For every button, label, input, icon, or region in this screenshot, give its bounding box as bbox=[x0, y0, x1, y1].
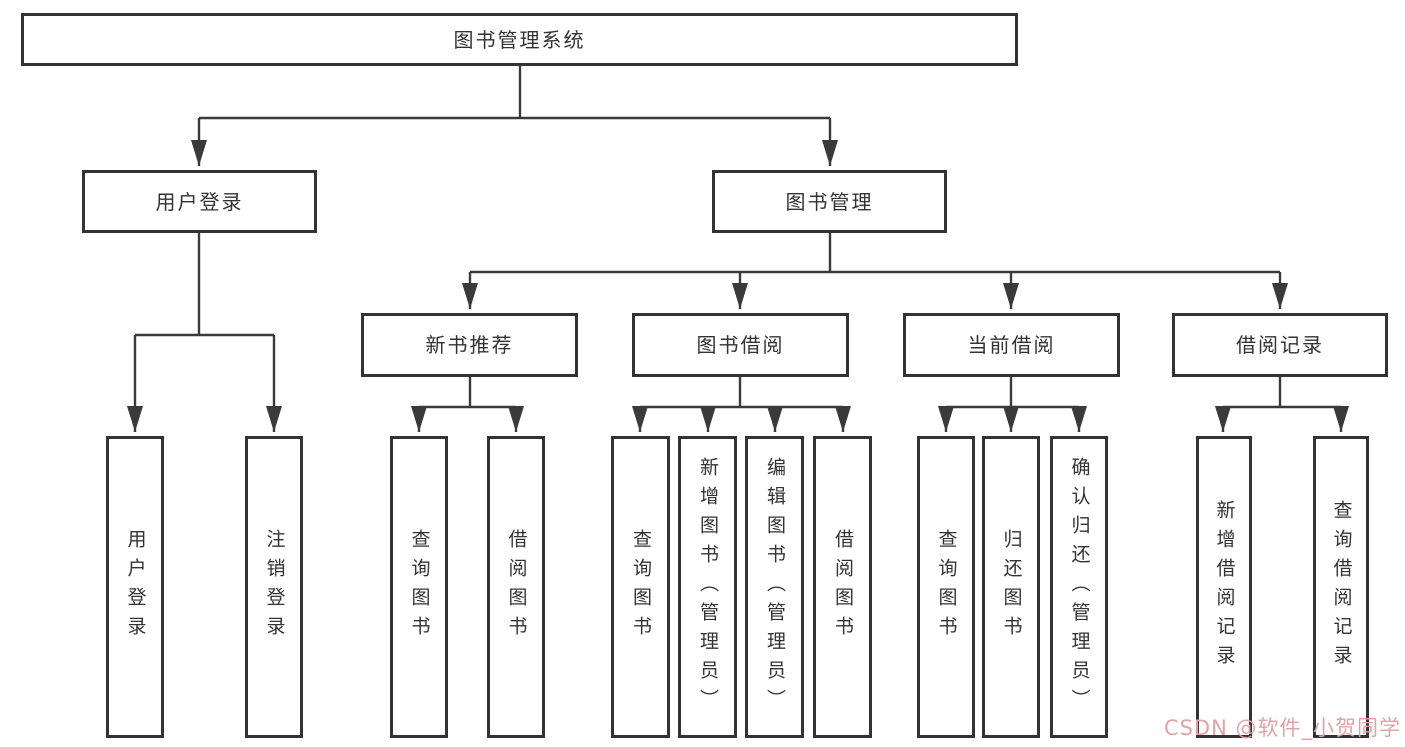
leaf-br-query-record-label: 查询借阅记录 bbox=[1330, 500, 1353, 674]
node-current-borrowing: 当前借阅 bbox=[903, 313, 1120, 377]
node-user-login-label: 用户登录 bbox=[155, 189, 244, 214]
leaf-user-login-label: 用户登录 bbox=[124, 529, 147, 645]
node-root-system: 图书管理系统 bbox=[21, 13, 1018, 66]
node-borrowing-records: 借阅记录 bbox=[1172, 313, 1388, 377]
leaf-nb-borrow-books: 借阅图书 bbox=[487, 436, 545, 738]
leaf-bb-query-books-label: 查询图书 bbox=[630, 529, 652, 645]
node-root-label: 图书管理系统 bbox=[453, 27, 586, 52]
leaf-cb-return-books-label: 归还图书 bbox=[1000, 529, 1023, 645]
leaf-br-query-record: 查询借阅记录 bbox=[1313, 436, 1369, 738]
leaf-nb-query-books: 查询图书 bbox=[390, 436, 448, 738]
leaf-logout: 注销登录 bbox=[245, 436, 303, 738]
leaf-nb-borrow-books-label: 借阅图书 bbox=[505, 529, 528, 645]
leaf-nb-query-books-label: 查询图书 bbox=[408, 529, 431, 645]
leaf-bb-add-books-admin-label: 新增图书（管理员） bbox=[697, 456, 719, 718]
node-user-login: 用户登录 bbox=[82, 170, 317, 233]
csdn-watermark: CSDN @软件_小贺同学 bbox=[1163, 716, 1401, 740]
node-borrowing-records-label: 借阅记录 bbox=[1236, 333, 1324, 357]
leaf-bb-borrow-books: 借阅图书 bbox=[813, 436, 872, 738]
leaf-bb-borrow-books-label: 借阅图书 bbox=[832, 529, 854, 645]
leaf-br-add-record: 新增借阅记录 bbox=[1196, 436, 1252, 738]
leaf-logout-label: 注销登录 bbox=[263, 529, 286, 645]
node-book-borrowing: 图书借阅 bbox=[632, 313, 849, 377]
leaf-cb-query-books: 查询图书 bbox=[917, 436, 975, 738]
node-new-book-recommend: 新书推荐 bbox=[361, 313, 578, 377]
leaf-cb-confirm-return-admin-label: 确认归还（管理员） bbox=[1068, 456, 1091, 718]
leaf-user-login: 用户登录 bbox=[106, 436, 164, 738]
leaf-bb-edit-books-admin: 编辑图书（管理员） bbox=[745, 436, 804, 738]
leaf-cb-query-books-label: 查询图书 bbox=[935, 529, 958, 645]
leaf-bb-edit-books-admin-label: 编辑图书（管理员） bbox=[764, 456, 786, 718]
leaf-cb-return-books: 归还图书 bbox=[982, 436, 1040, 738]
node-book-management: 图书管理 bbox=[712, 170, 947, 233]
leaf-br-add-record-label: 新增借阅记录 bbox=[1213, 500, 1236, 674]
node-current-borrowing-label: 当前借阅 bbox=[967, 333, 1056, 357]
leaf-bb-query-books: 查询图书 bbox=[611, 436, 670, 738]
node-book-borrowing-label: 图书借阅 bbox=[696, 333, 785, 357]
leaf-bb-add-books-admin: 新增图书（管理员） bbox=[678, 436, 737, 738]
node-new-book-label: 新书推荐 bbox=[425, 333, 514, 357]
node-book-management-label: 图书管理 bbox=[785, 189, 874, 214]
leaf-cb-confirm-return-admin: 确认归还（管理员） bbox=[1050, 436, 1108, 738]
